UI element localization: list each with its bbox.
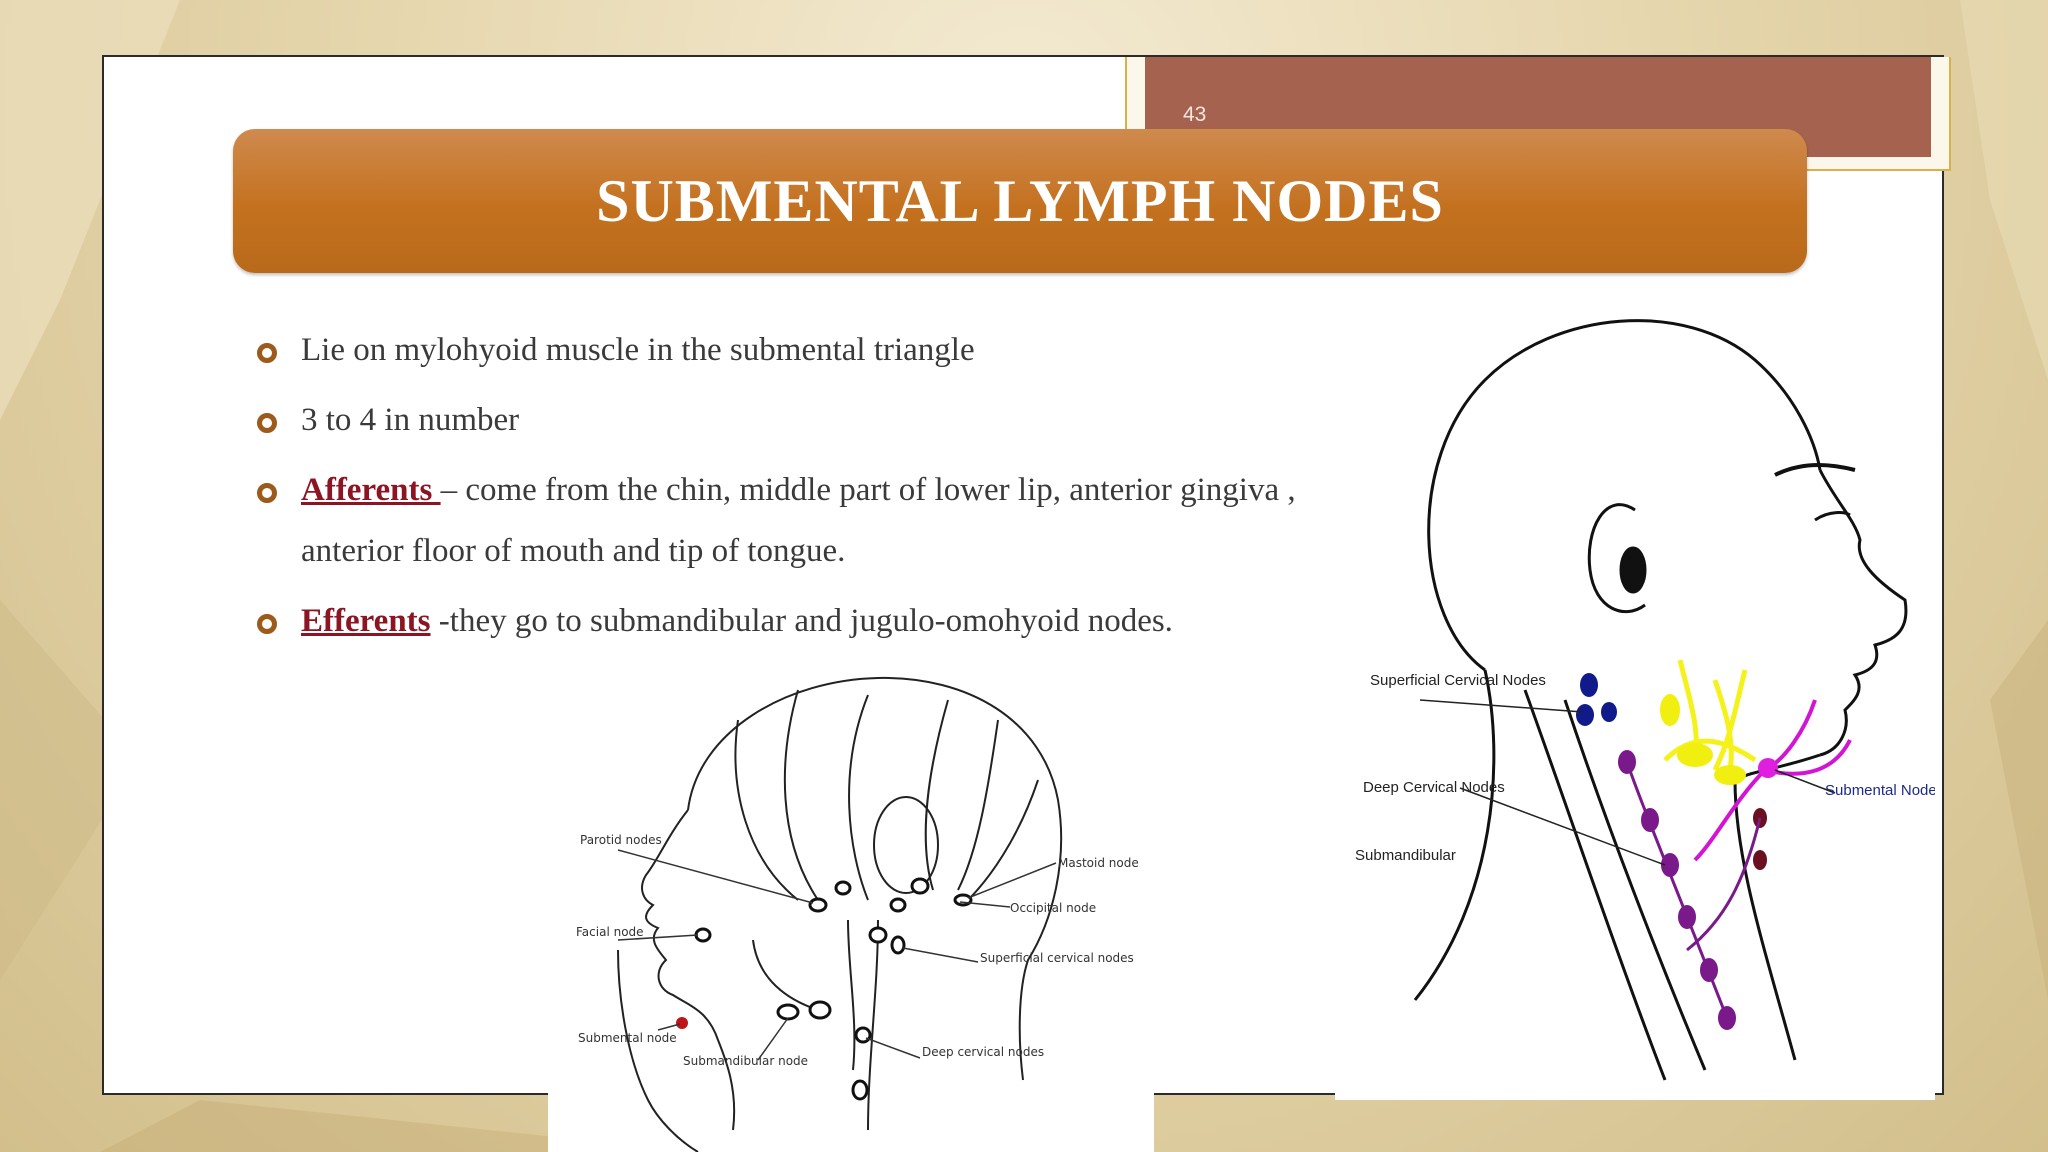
label-superficial-cervical-nodes: Superficial Cervical Nodes bbox=[1370, 672, 1546, 689]
label-superficial-cervical-nodes: Superficial cervical nodes bbox=[980, 951, 1134, 965]
label-facial-node: Facial node bbox=[576, 925, 644, 939]
head-lymph-diagram-right: Superficial Cervical Nodes Deep Cervical… bbox=[1335, 300, 1935, 1100]
bullet-marker-icon bbox=[257, 483, 277, 503]
submental-node-marker bbox=[676, 1017, 688, 1029]
head-lymph-diagram-left: Parotid nodes Facial node Submental node… bbox=[548, 660, 1154, 1152]
bullet-text: Lie on mylohyoid muscle in the submental… bbox=[301, 332, 975, 368]
bullet-item: 3 to 4 in number bbox=[255, 390, 1335, 451]
title-bar: SUBMENTAL LYMPH NODES bbox=[233, 129, 1807, 273]
label-deep-cervical-nodes: Deep cervical nodes bbox=[922, 1045, 1044, 1059]
bullet-text: 3 to 4 in number bbox=[301, 402, 520, 438]
bullet-item: Lie on mylohyoid muscle in the submental… bbox=[255, 320, 1335, 381]
efferents-term: Efferents bbox=[301, 603, 431, 639]
slide-title: SUBMENTAL LYMPH NODES bbox=[596, 167, 1444, 234]
slide-number: 43 bbox=[1183, 103, 1207, 126]
label-submental-node: Submental node bbox=[578, 1031, 677, 1045]
label-submental-nodes: Submental Nodes bbox=[1825, 782, 1935, 799]
bullet-item: Afferents – come from the chin, middle p… bbox=[255, 460, 1335, 582]
label-occipital-node: Occipital node bbox=[1010, 901, 1096, 915]
afferents-term: Afferents bbox=[301, 472, 441, 508]
bullet-marker-icon bbox=[257, 614, 277, 634]
bullet-text: – come from the chin, middle part of low… bbox=[301, 472, 1296, 569]
label-deep-cervical-nodes: Deep Cervical Nodes bbox=[1363, 779, 1505, 796]
bullet-marker-icon bbox=[257, 343, 277, 363]
submental-node-marker bbox=[1758, 758, 1778, 778]
bullet-text: -they go to submandibular and jugulo-omo… bbox=[430, 603, 1173, 639]
label-submandibular: Submandibular bbox=[1355, 847, 1456, 864]
label-parotid-nodes: Parotid nodes bbox=[580, 833, 662, 847]
bullet-list: Lie on mylohyoid muscle in the submental… bbox=[255, 320, 1335, 661]
bullet-item: Efferents -they go to submandibular and … bbox=[255, 591, 1335, 652]
label-submandibular-node: Submandibular node bbox=[683, 1054, 808, 1068]
label-mastoid-node: Mastoid node bbox=[1058, 856, 1139, 870]
bullet-marker-icon bbox=[257, 413, 277, 433]
